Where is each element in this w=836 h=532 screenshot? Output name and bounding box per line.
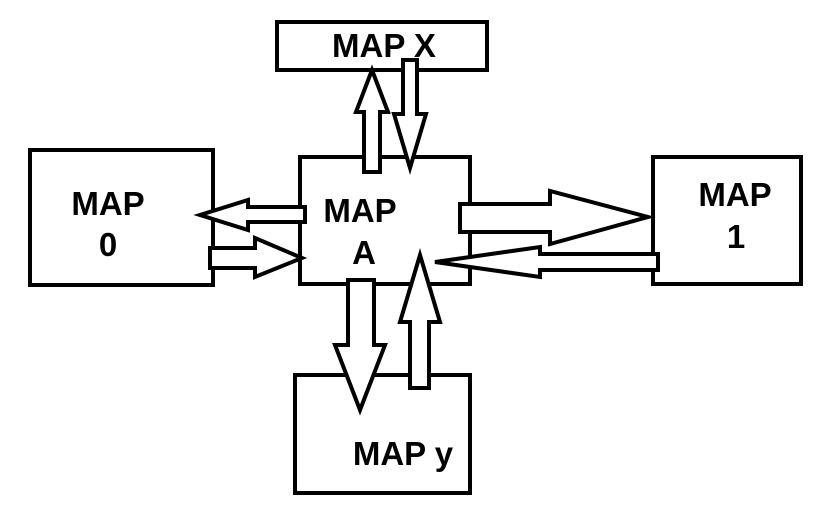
map-0-box — [28, 148, 215, 287]
map-0-label-line2: 0 — [99, 226, 117, 263]
map-1-box — [651, 155, 803, 286]
arrow-x-to-a — [391, 58, 429, 176]
map-y-box — [293, 373, 472, 495]
arrow-a-to-1 — [458, 188, 656, 247]
arrow-a-to-y — [332, 278, 388, 416]
arrow-1-to-a — [434, 244, 660, 280]
arrow-a-to-0 — [193, 197, 307, 233]
arrow-y-to-a — [397, 248, 443, 390]
map-x-box — [275, 20, 489, 72]
map-0-label-line1: MAP — [71, 185, 144, 222]
map-x-label: MAP X — [332, 27, 436, 64]
map-1-label-line2: 1 — [727, 218, 745, 255]
arrow-a-to-x — [353, 64, 391, 174]
arrow-0-to-a — [208, 234, 308, 280]
map-a-label-line2: A — [352, 234, 376, 271]
map-a-label-line1: MAP — [323, 192, 396, 229]
map-1-label-line1: MAP — [698, 176, 771, 213]
map-y-label: MAP y — [353, 435, 454, 472]
